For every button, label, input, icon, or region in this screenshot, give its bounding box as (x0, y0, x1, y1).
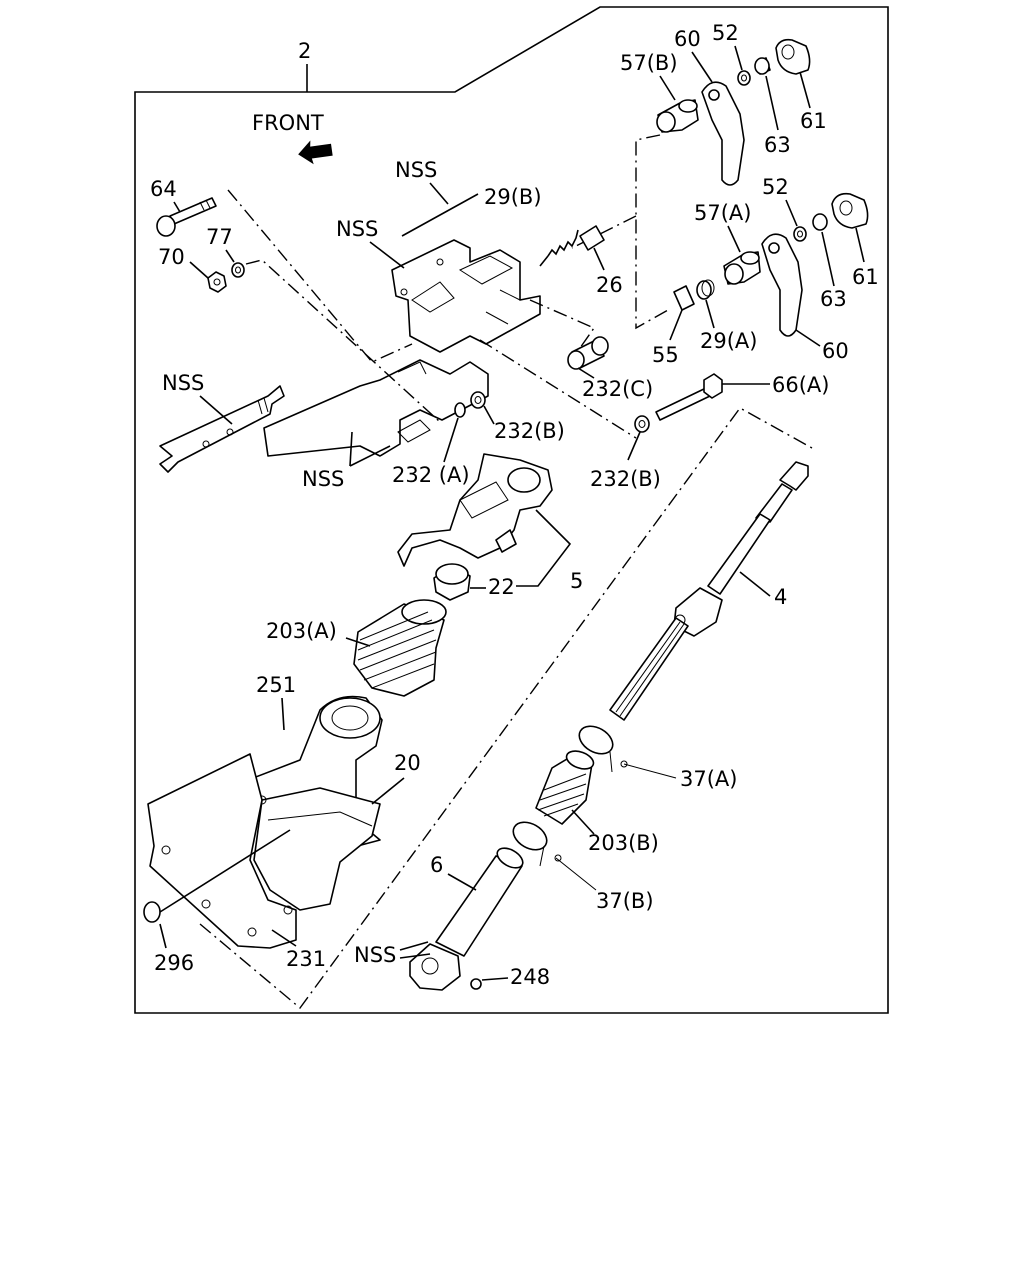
label-52-lower: 52 (762, 175, 789, 199)
label-70: 70 (158, 245, 185, 269)
part-26 (579, 225, 605, 251)
label-22: 22 (488, 575, 515, 599)
label-nss-bracket: NSS (336, 217, 378, 241)
part-232a (454, 402, 466, 418)
part-60-lower (761, 233, 803, 337)
label-248: 248 (510, 965, 550, 989)
part-37b (512, 821, 597, 891)
part-60-upper (701, 81, 745, 186)
label-203b: 203(B) (588, 831, 659, 855)
part-nss-left-plate (159, 385, 285, 473)
label-63-upper: 63 (764, 133, 791, 157)
part-61-upper (775, 38, 811, 75)
label-nss-rod: NSS (395, 158, 437, 182)
label-57a: 57(A) (694, 201, 751, 225)
part-52-upper (737, 70, 751, 86)
label-232a: 232 (A) (392, 463, 470, 487)
part-57a (723, 251, 761, 285)
part-203b-bellows (535, 750, 595, 825)
label-55: 55 (652, 343, 679, 367)
label-296: 296 (154, 951, 194, 975)
part-61-lower (831, 192, 869, 229)
label-2: 2 (298, 39, 311, 63)
front-label: FRONT (252, 111, 324, 135)
part-29b-spring (539, 229, 579, 267)
label-29a: 29(A) (700, 329, 757, 353)
part-232b-left (470, 391, 486, 409)
part-20 (253, 787, 381, 911)
label-232b-right: 232(B) (590, 467, 661, 491)
part-63-upper (754, 57, 771, 75)
label-nss-left: NSS (162, 371, 204, 395)
label-232c: 232(C) (582, 377, 653, 401)
label-29b: 29(B) (484, 185, 542, 209)
part-232c (567, 336, 609, 370)
label-6: 6 (430, 853, 443, 877)
label-60-lower: 60 (822, 339, 849, 363)
label-nss-lower-shaft: NSS (354, 943, 396, 967)
label-60-upper: 60 (674, 27, 701, 51)
label-232b-left: 232(B) (494, 419, 565, 443)
label-37a: 37(A) (680, 767, 737, 791)
front-arrow-icon (298, 140, 333, 165)
diagram-frame (134, 6, 889, 1014)
label-37b: 37(B) (596, 889, 654, 913)
label-5: 5 (570, 569, 583, 593)
part-37a (578, 725, 677, 779)
label-26: 26 (596, 273, 623, 297)
part-70-nut (207, 271, 227, 293)
part-231-plate (147, 753, 297, 949)
label-231: 231 (286, 947, 326, 971)
part-6-shaft (409, 847, 524, 991)
part-77-washer (231, 262, 245, 278)
part-5-housing (397, 453, 553, 567)
label-66a: 66(A) (772, 373, 829, 397)
label-nss-lower: NSS (302, 467, 344, 491)
part-232b-right (634, 415, 650, 433)
label-20: 20 (394, 751, 421, 775)
part-66a-bolt (655, 373, 723, 421)
part-nss-main-bracket (391, 239, 541, 353)
upper-group-bracket (635, 134, 669, 330)
part-57b (656, 99, 699, 133)
lower-group-bracket (199, 407, 813, 1010)
part-296 (143, 829, 291, 923)
label-64: 64 (150, 177, 177, 201)
label-4: 4 (774, 585, 787, 609)
part-64-bolt (156, 197, 217, 237)
part-52-lower (793, 226, 807, 242)
label-57b: 57(B) (620, 51, 678, 75)
part-248 (470, 978, 482, 990)
label-251: 251 (256, 673, 296, 697)
part-29a-spring (696, 279, 715, 300)
label-63-lower: 63 (820, 287, 847, 311)
part-63-lower (812, 213, 828, 231)
part-nss-rod (401, 193, 479, 237)
part-203a-bellows (353, 599, 447, 697)
label-61-upper: 61 (800, 109, 827, 133)
label-61-lower: 61 (852, 265, 879, 289)
part-55 (673, 285, 695, 311)
label-203a: 203(A) (266, 619, 337, 643)
part-22 (433, 563, 471, 601)
label-77: 77 (206, 225, 233, 249)
label-52-upper: 52 (712, 21, 739, 45)
part-4-shaft (609, 461, 809, 721)
